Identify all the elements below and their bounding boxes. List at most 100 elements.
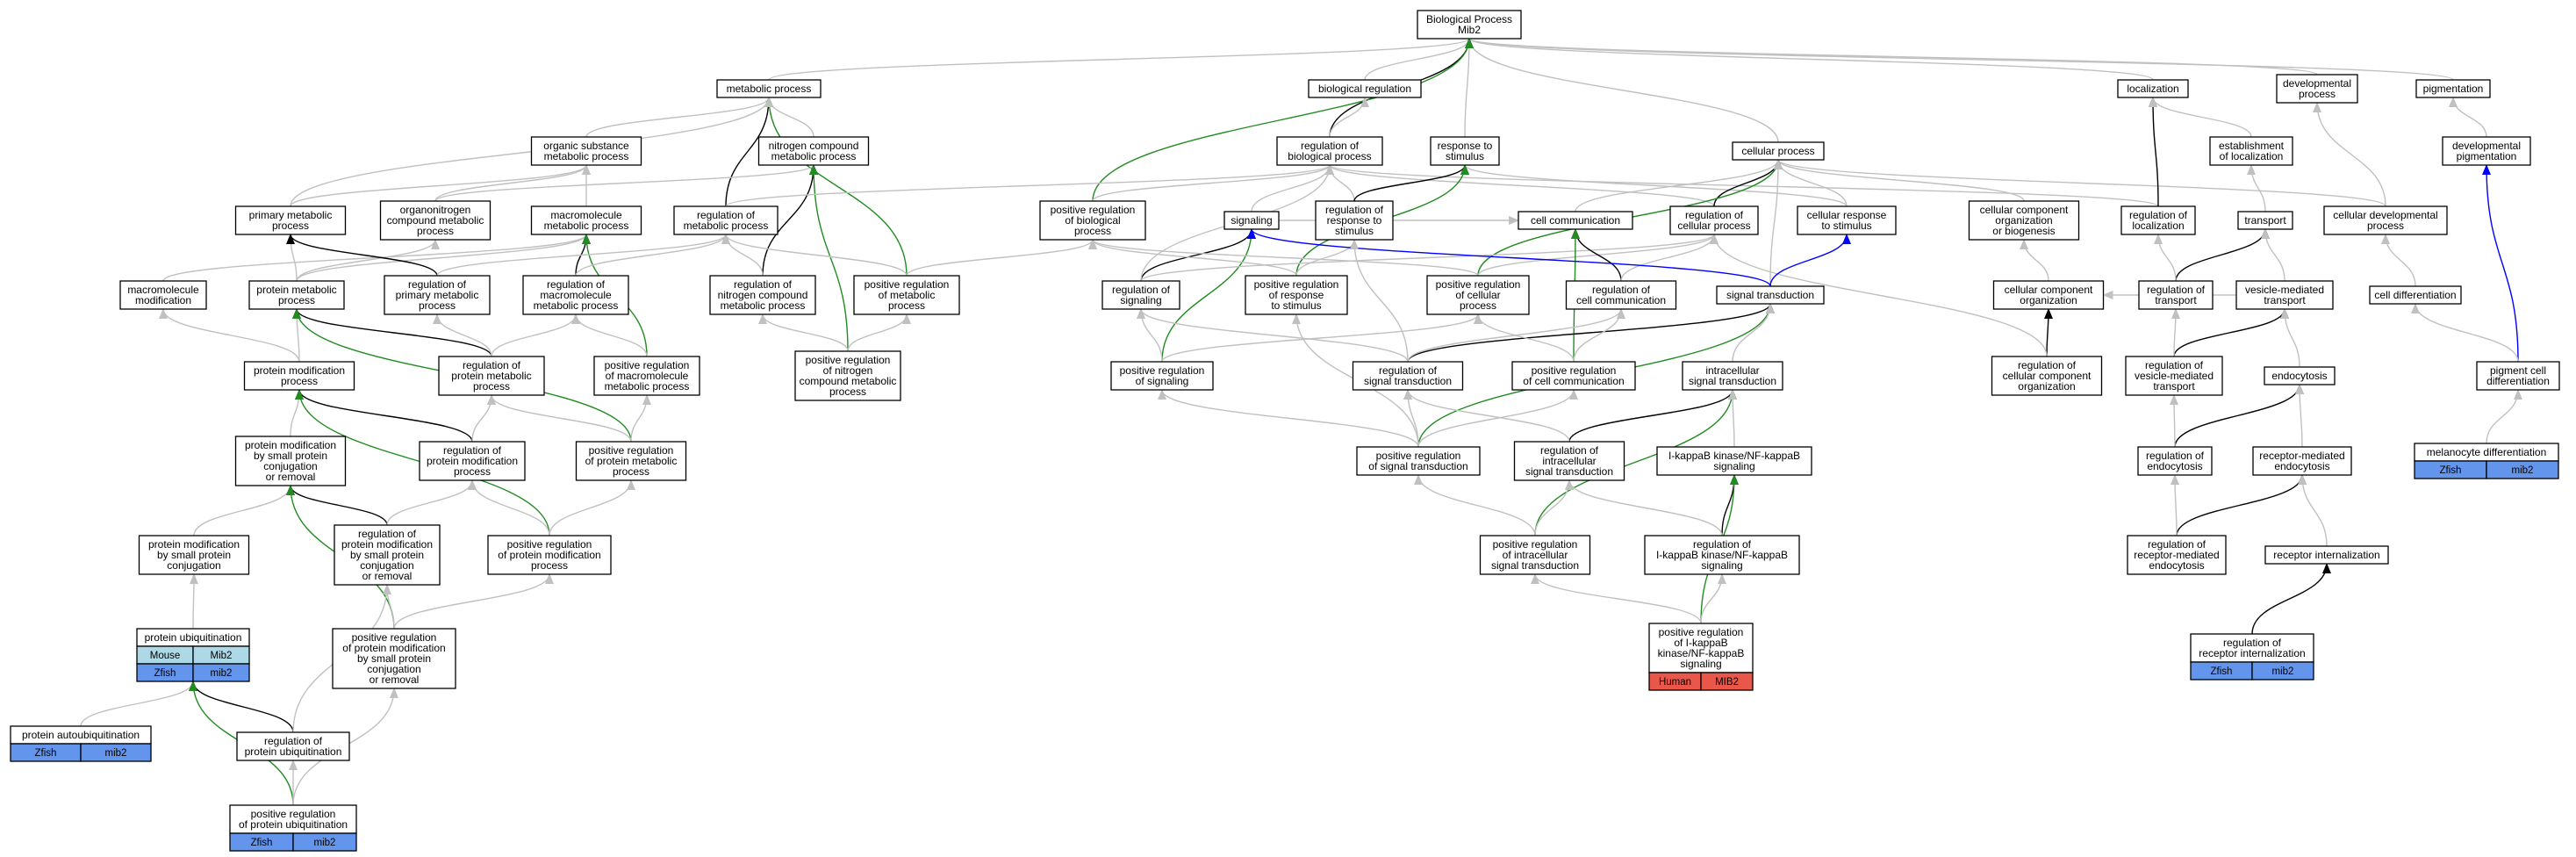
term-label-line: organization [2018,380,2075,392]
term-label-line: regulation of [463,359,521,371]
edge-is-a [2280,308,2300,368]
go-term-node-localization[interactable]: localization [2117,79,2189,98]
term-label-line: macromolecule [127,284,199,296]
term-label-line: metabolic process [544,150,629,162]
go-term-node-cellcomm[interactable]: cell communication [1518,211,1633,230]
go-term-node-celldiff[interactable]: cell differentiation [2369,285,2462,305]
term-label-line: process [419,299,456,312]
term-label-line: of response [1269,289,1324,301]
term-label-line: protein modification [254,364,345,377]
term-label-line: cellular response [1807,209,1887,221]
term-label-line: endocytosis [2274,460,2329,472]
edge-is-a [1700,573,1726,624]
go-term-node-sigtrans[interactable]: signal transduction [1716,285,1825,305]
edge-is-a [721,234,908,277]
term-box [2137,446,2213,476]
go-term-node-endocytosis[interactable]: endocytosis [2264,366,2336,385]
go-term-node-transport[interactable]: transport [2237,211,2293,230]
term-label-line: of I-kappaB [1674,637,1727,649]
term-box [1245,275,1348,315]
go-term-node-regrecendo[interactable]: regulation ofreceptor-mediatedendocytosi… [2127,535,2227,575]
go-term-node-cellproc[interactable]: cellular process [1732,141,1825,161]
go-term-node-recint[interactable]: receptor internalization [2264,545,2389,565]
term-label-line: regulation of [2129,209,2188,221]
edge-regulates [189,681,294,733]
go-term-node-regikappab[interactable]: regulation ofI-kappaB kinase/NF-kappaBsi… [1644,535,1800,575]
term-label-line: organonitrogen [400,204,471,216]
go-term-node-pigmentation[interactable]: pigmentation [2415,79,2491,98]
edge-is-a [1417,389,1578,448]
term-label-line: compound metabolic [387,214,484,227]
edge-is-a [2154,234,2177,282]
go-term-node-signaling[interactable]: signaling [1223,211,1280,230]
go-term-node-metabolic[interactable]: metabolic process [716,79,822,98]
term-box [248,280,345,310]
term-label-line: cellular process [1741,145,1814,157]
go-term-node-bioreg[interactable]: biological regulation [1308,79,1422,98]
